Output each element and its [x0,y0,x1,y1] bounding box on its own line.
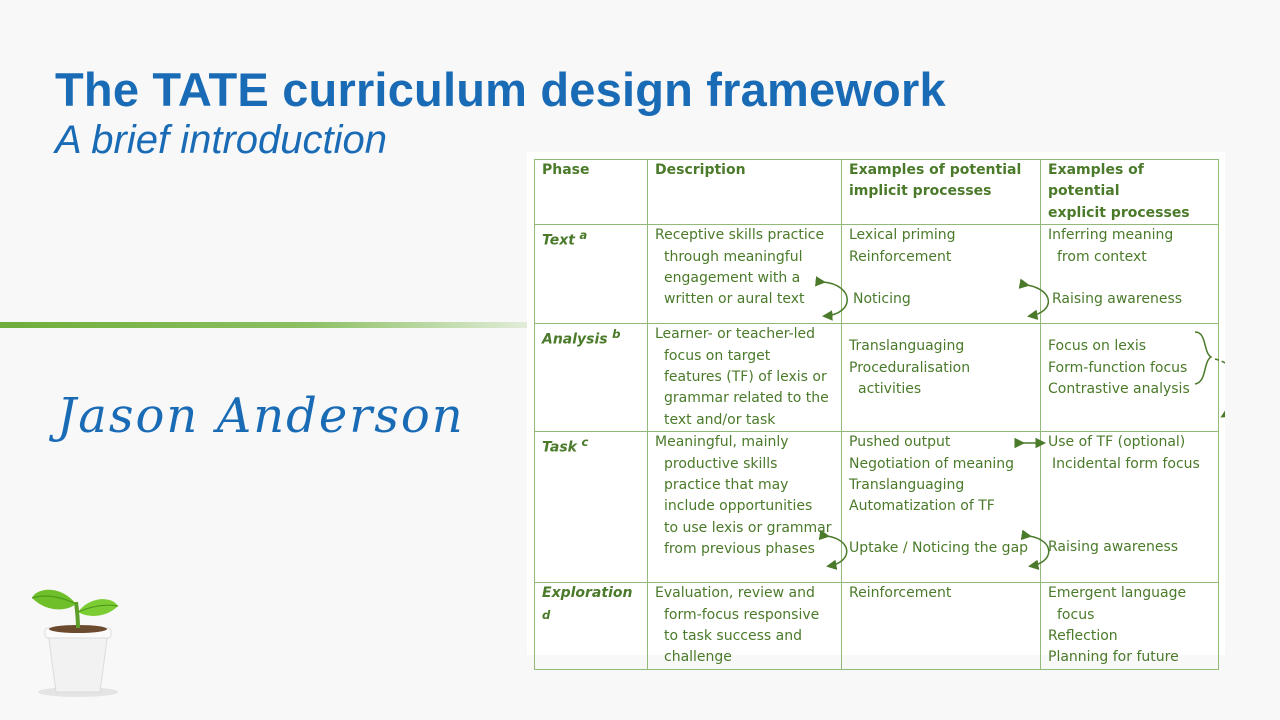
implicit-cell: Translanguaging Proceduralisation activi… [841,323,1041,433]
description-cell: Meaningful, mainly productive skills pra… [647,431,842,584]
slide-title: The TATE curriculum design framework [55,63,946,116]
explicit-cell: Use of TF (optional) Incidental form foc… [1040,431,1219,584]
implicit-cell: Pushed output Negotiation of meaning Tra… [841,431,1041,584]
table-row-text: Text a Receptive skills practice through… [534,224,1219,325]
framework-table: Phase Description Examples of potential … [534,158,1219,671]
framework-table-panel: Phase Description Examples of potential … [527,152,1225,671]
author-name: Jason Anderson [57,388,465,444]
table-header-row: Phase Description Examples of potential … [534,158,1219,226]
divider-line [0,322,560,328]
description-cell: Evaluation, review and form-focus respon… [647,582,842,671]
slide-subtitle: A brief introduction [55,118,388,162]
seedling-plant-icon [31,589,119,697]
transition-noticing: Noticing [853,291,911,308]
table-row-task: Task c Meaningful, mainly productive ski… [534,431,1219,584]
phase-cell: Exploration d [534,582,648,671]
column-header-explicit: Examples of potential explicit processes [1040,158,1219,226]
implicit-cell: Lexical priming Reinforcement Noticing [841,224,1041,325]
table-row-exploration: Exploration d Evaluation, review and for… [534,582,1219,671]
column-header-description: Description [647,158,842,226]
transition-raising-awareness-2: Raising awareness [1048,539,1179,556]
phase-cell: Text a [534,224,648,325]
column-header-implicit: Examples of potential implicit processes [841,158,1041,226]
description-cell: Receptive skills practice through meanin… [647,224,842,325]
phase-cell: Analysis b [534,323,648,433]
explicit-cell: Inferring meaning from context Raising a… [1040,224,1219,325]
transition-raising-awareness: Raising awareness [1052,291,1183,308]
implicit-cell: Reinforcement [841,582,1041,671]
explicit-cell: Focus on lexis Form-function focus Contr… [1040,323,1219,433]
transition-uptake: Uptake / Noticing the gap [849,539,1029,556]
phase-cell: Task c [534,431,648,584]
table-row-analysis: Analysis b Learner- or teacher-led focus… [534,323,1219,433]
description-cell: Learner- or teacher-led focus on target … [647,323,842,433]
explicit-cell: Emergent language focus Reflection Plann… [1040,582,1219,671]
column-header-phase: Phase [534,158,648,226]
